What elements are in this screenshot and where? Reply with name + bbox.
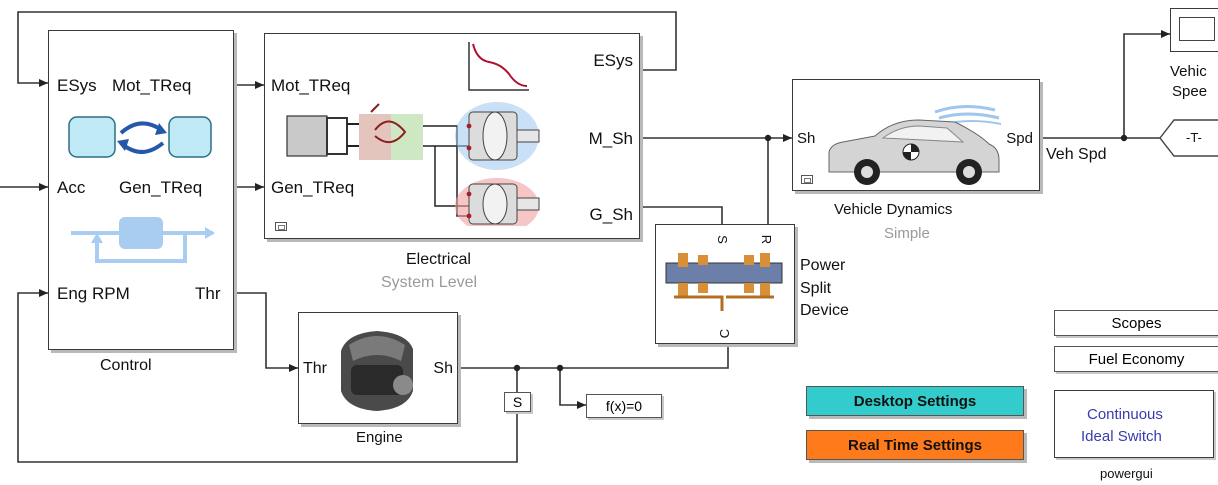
engine-caption: Engine: [356, 429, 403, 446]
electrical-port-m-sh: M_Sh: [588, 129, 633, 148]
powergui-text-line2: Ideal Switch: [1081, 428, 1162, 445]
psd-port-r: R: [759, 234, 775, 245]
psd-caption-line3: Device: [800, 302, 849, 319]
vehicle-subcaption: Simple: [884, 225, 930, 242]
goto-tag-label: -T-: [1186, 130, 1202, 145]
control-port-eng-rpm: Eng RPM: [57, 284, 130, 303]
scope-caption-line1: Vehic: [1170, 63, 1207, 80]
vehicle-dynamics-subsystem[interactable]: Sh Spd: [792, 79, 1040, 191]
scope-caption-line2: Spee: [1172, 83, 1208, 100]
control-port-gen-treq: Gen_TReq: [119, 178, 203, 197]
electrical-port-g-sh: G_Sh: [589, 205, 633, 224]
control-caption: Control: [100, 357, 152, 374]
powergui-text-line1: Continuous: [1087, 406, 1163, 423]
vehicle-port-spd: Spd: [1006, 130, 1033, 147]
control-subsystem[interactable]: ESys Mot_TReq Acc Gen_TReq Eng RPM Thr: [48, 30, 234, 350]
vehicle-port-sh: Sh: [797, 130, 816, 147]
scopes-button[interactable]: Scopes: [1054, 310, 1218, 336]
electrical-subsystem-link-icon: [275, 222, 287, 231]
motor-generator-icon: [286, 102, 540, 226]
powergui-block[interactable]: Continuous Ideal Switch: [1054, 390, 1214, 458]
vehicle-subsystem-link-icon: [801, 175, 813, 184]
battery-discharge-curve-icon: [468, 42, 529, 91]
engine-port-sh: Sh: [433, 360, 453, 377]
vehicle-speed-scope[interactable]: [1170, 8, 1218, 52]
psd-port-c: C: [717, 328, 733, 339]
psd-port-s: S: [714, 235, 730, 244]
psd-caption-line2: Split: [800, 280, 832, 297]
electrical-subsystem[interactable]: Mot_TReq Gen_TReq ESys M_Sh G_Sh: [264, 33, 640, 239]
electrical-subcaption: System Level: [381, 274, 478, 291]
control-port-thr: Thr: [195, 284, 221, 303]
veh-spd-wire-label: Veh Spd: [1046, 146, 1107, 163]
engine-block[interactable]: Thr Sh: [298, 312, 458, 424]
control-port-esys: ESys: [57, 76, 97, 95]
planetary-gear-icon: [665, 253, 783, 311]
engine-port-thr: Thr: [303, 360, 327, 377]
car-icon: [828, 105, 1002, 185]
engine-icon: [341, 331, 413, 411]
real-time-settings-button[interactable]: Real Time Settings: [806, 430, 1024, 460]
feedback-loop-icon: [71, 217, 215, 263]
electrical-port-gen-treq: Gen_TReq: [271, 178, 355, 197]
electrical-port-mot-treq: Mot_TReq: [271, 76, 351, 95]
s-conversion-block[interactable]: S: [504, 392, 531, 412]
control-port-acc: Acc: [57, 178, 86, 197]
desktop-settings-button[interactable]: Desktop Settings: [806, 386, 1024, 416]
scope-screen-icon: [1179, 17, 1215, 41]
control-port-mot-treq: Mot_TReq: [112, 76, 192, 95]
psd-caption-line1: Power: [800, 257, 846, 274]
electrical-caption: Electrical: [406, 251, 471, 268]
goto-tag-block[interactable]: [1158, 118, 1218, 158]
powergui-caption: powergui: [1100, 466, 1153, 481]
solver-config-block[interactable]: f(x)=0: [586, 394, 662, 418]
electrical-port-esys: ESys: [593, 51, 633, 70]
fuel-economy-button[interactable]: Fuel Economy: [1054, 346, 1218, 372]
power-split-device-block[interactable]: S R C: [655, 224, 795, 344]
vehicle-caption: Vehicle Dynamics: [834, 201, 953, 218]
state-flow-icon: [68, 116, 212, 158]
